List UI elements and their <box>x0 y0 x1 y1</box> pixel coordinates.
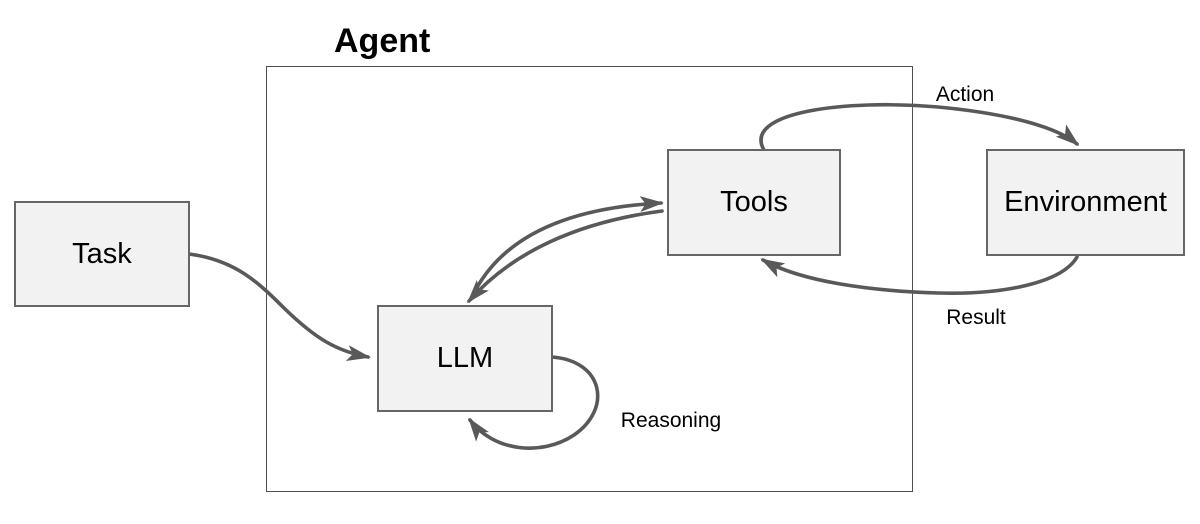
edge-label-action: Action <box>935 83 995 106</box>
agent-boundary-box <box>266 66 913 492</box>
node-llm: LLM <box>377 305 553 412</box>
node-tools: Tools <box>667 149 841 256</box>
edge-label-result: Result <box>946 306 1006 329</box>
node-task: Task <box>14 201 190 307</box>
node-tools-label: Tools <box>720 186 788 218</box>
node-llm-label: LLM <box>436 342 494 374</box>
edge-label-reasoning: Reasoning <box>620 409 722 432</box>
node-environment: Environment <box>986 149 1185 256</box>
node-environment-label: Environment <box>1004 186 1167 218</box>
node-task-label: Task <box>72 237 132 270</box>
agent-title: Agent <box>334 22 431 60</box>
